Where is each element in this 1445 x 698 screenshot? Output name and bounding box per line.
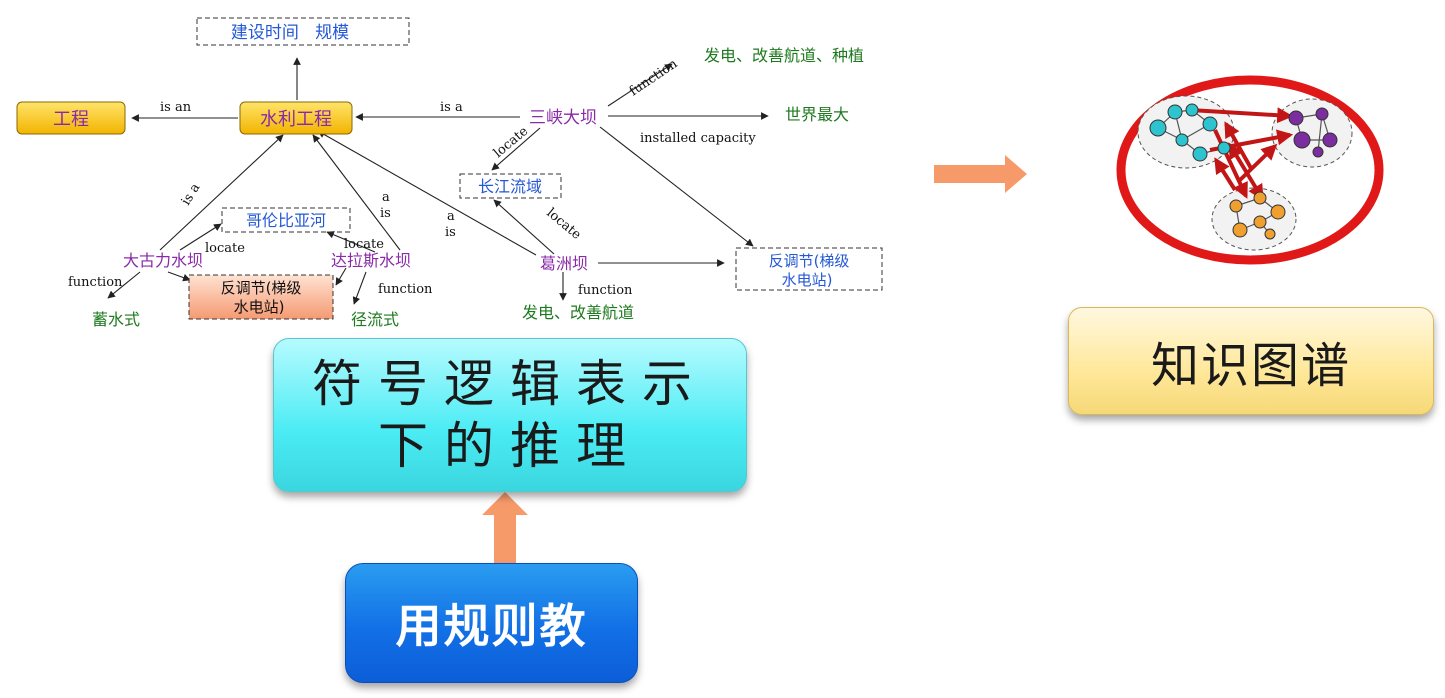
label-function-dagu: function <box>68 275 123 290</box>
node-dalasi: 达拉斯水坝 <box>331 251 411 270</box>
edge-dalasi-shuili <box>312 134 401 251</box>
edge-gezhou-shuili <box>317 130 537 256</box>
symbolic-reasoning-box: 符号逻辑表示 下的推理 <box>273 338 747 492</box>
knowledge-graph-label: 知识图谱 <box>1150 338 1351 394</box>
label-locate-dalasi: locate <box>344 237 384 252</box>
node-fantiao2-line2: 水电站) <box>782 271 833 289</box>
node-gelunbiya-box <box>221 207 351 233</box>
node-gezhou: 葛洲坝 <box>540 254 588 273</box>
label-locate-gezhou: locate <box>543 206 583 243</box>
node-jingliu: 径流式 <box>351 310 399 329</box>
label-locate-dagu: locate <box>205 241 245 256</box>
node-fantiao2-line1: 反调节(梯级 <box>769 252 850 270</box>
node-shuili: 水利工程 <box>260 109 332 130</box>
node-fadian2: 发电、改善航道 <box>522 303 634 322</box>
edge-dalasi-fantiao <box>335 267 347 286</box>
label-function-sanxia: function <box>627 56 681 99</box>
node-gelunbiya: 哥伦比亚河 <box>246 211 326 230</box>
node-sanxia: 三峡大坝 <box>529 108 597 128</box>
node-fantiao2-box <box>735 247 883 291</box>
node-fantiao1-line2: 水电站) <box>234 298 285 316</box>
knowledge-graph-icon <box>1116 75 1384 265</box>
label-installed: installed capacity <box>640 131 756 146</box>
label-a-gezhou: a <box>447 209 455 224</box>
up-arrow-icon <box>482 492 528 565</box>
label-function-gezhou: function <box>578 283 633 298</box>
edge-dagu-gelunbiya <box>179 223 222 251</box>
right-arrow-icon <box>934 155 1027 193</box>
label-locate-sanxia: locate <box>491 124 531 161</box>
node-xushui: 蓄水式 <box>92 310 140 329</box>
label-is-gezhou: is <box>445 225 456 240</box>
label-function-dalasi: function <box>378 282 433 297</box>
node-shijie: 世界最大 <box>785 105 849 124</box>
label-a-dalasi: a <box>382 190 390 205</box>
node-texts: 工程 水利工程 建设时间 规模 三峡大坝 发电、改善航道、种植 世界最大 长江流… <box>53 23 864 329</box>
node-fadian1: 发电、改善航道、种植 <box>704 46 864 65</box>
edge-dalasi-gelunbiya <box>326 231 376 253</box>
edge-sanxia-changjiang <box>491 127 541 171</box>
node-boxes <box>16 17 883 320</box>
edge-sanxia-fadian <box>607 63 673 107</box>
label-is-an: is an <box>160 100 192 115</box>
node-gongcheng-box <box>16 101 126 135</box>
edge-dagu-fantiao <box>167 271 191 282</box>
label-is-a-sanxia: is a <box>440 100 463 115</box>
rule-teaching-box: 用规则教 <box>345 563 638 683</box>
edge-dalasi-jingliu <box>352 271 367 305</box>
node-dagu: 大古力水坝 <box>123 251 203 270</box>
knowledge-graph-box: 知识图谱 <box>1068 307 1434 415</box>
node-jianshe: 建设时间 规模 <box>231 23 349 43</box>
symbolic-reasoning-line1: 符号逻辑表示 <box>312 355 708 413</box>
label-is-a-dagu: is a <box>179 181 204 208</box>
symbolic-reasoning-line2: 下的推理 <box>378 417 642 475</box>
node-shuili-box <box>239 101 353 135</box>
edge-sanxia-fantiao <box>599 126 754 247</box>
node-fantiao1-line1: 反调节(梯级 <box>221 279 302 297</box>
edge-dagu-shuili <box>159 134 284 251</box>
node-fantiao1-box <box>188 274 334 320</box>
rule-teaching-label: 用规则教 <box>395 599 588 653</box>
node-changjiang: 长江流域 <box>478 177 542 196</box>
node-jianshe-box <box>196 17 410 46</box>
edge-dagu-xushui <box>107 271 141 299</box>
node-changjiang-box <box>459 173 562 199</box>
node-gongcheng: 工程 <box>53 109 89 130</box>
diagram-edges <box>107 57 769 305</box>
label-is-dalasi: is <box>380 206 391 221</box>
edge-gezhou-changjiang <box>493 199 555 255</box>
